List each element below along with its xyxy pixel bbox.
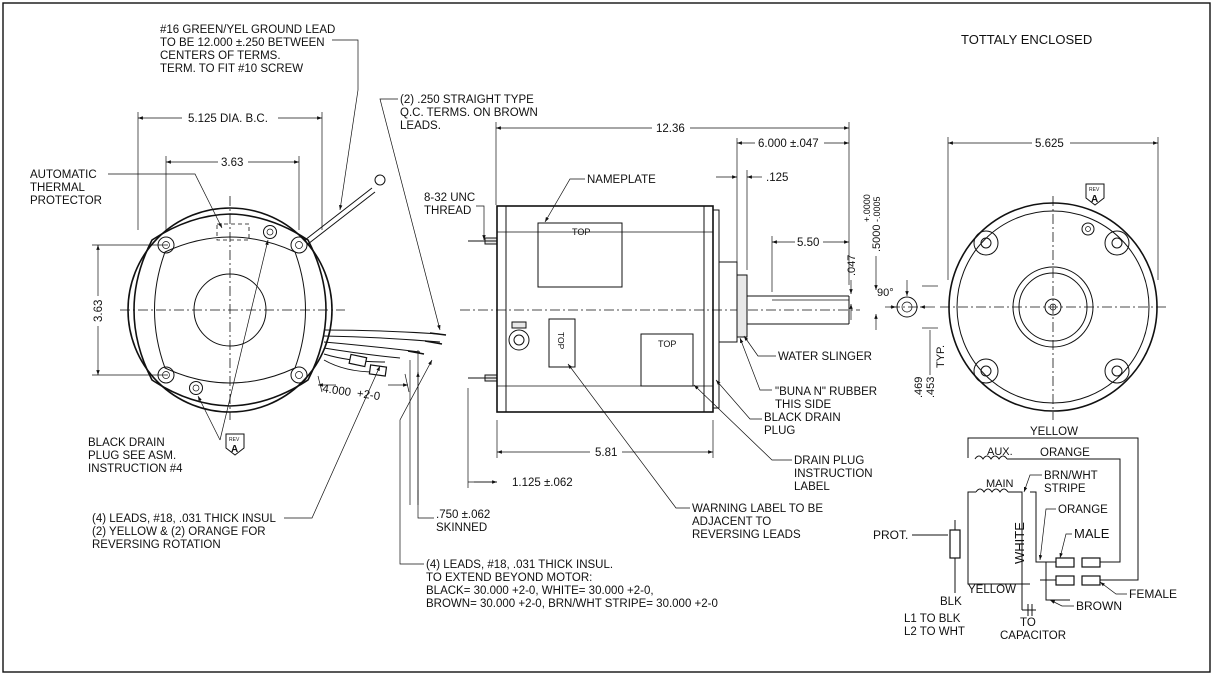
warning-note-2: ADJACENT TO [692, 516, 771, 528]
lead-length-dim: 4.000+2-0 [322, 383, 381, 403]
thermal-note-1: AUTOMATIC [30, 169, 97, 181]
qc-terms-note-1: (2) .250 STRAIGHT TYPE [400, 94, 534, 106]
front-height-dim: 3.63 [93, 300, 105, 322]
wire-l1: L1 TO BLK [904, 613, 961, 625]
leads-extend-3: BLACK= 30.000 +2-0, WHITE= 30.000 +2-0, [426, 585, 654, 597]
ground-lead-note-3: CENTERS OF TERMS. [160, 50, 281, 62]
body-length-dim: 5.81 [595, 447, 617, 459]
front-width-dim: 3.63 [221, 157, 243, 169]
leads-note-3: REVERSING ROTATION [92, 539, 221, 551]
warning-label-top: TOP [556, 332, 566, 350]
drain-label-1: DRAIN PLUG [794, 455, 864, 467]
thermal-note-2: THERMAL [30, 182, 86, 194]
leads-extend-1: (4) LEADS, #18, .031 THICK INSUL. [426, 559, 613, 571]
qc-terms-note-3: LEADS. [400, 120, 441, 132]
bolt-circle-dim: 5.125 DIA. B.C. [188, 113, 268, 125]
drain-note-2: PLUG SEE ASM. [88, 450, 176, 462]
skinned-label: SKINNED [436, 522, 487, 534]
slinger-dim: .125 [766, 172, 788, 184]
leads-extend-4: BROWN= 30.000 +2-0, BRN/WHT STRIPE= 30.0… [426, 598, 718, 610]
drain-note-3: INSTRUCTION #4 [88, 463, 183, 475]
leads-note-1: (4) LEADS, #18, .031 THICK INSUL [92, 513, 276, 525]
rev-label-rear: REV [1089, 187, 1100, 193]
nameplate-label: NAMEPLATE [587, 174, 656, 186]
rear-width-dim: 5.625 [1035, 138, 1064, 150]
ground-lead-note-4: TERM. TO FIT #10 SCREW [160, 63, 303, 75]
front-view: #16 GREEN/YEL GROUND LEAD TO BE 12.000 ±… [30, 24, 490, 551]
wire-orange-top: ORANGE [1040, 447, 1090, 459]
rev-badge-front: REV A [225, 433, 245, 456]
stud-dim: 1.125 ±.062 [512, 477, 573, 489]
leads-note-2: (2) YELLOW & (2) ORANGE FOR [92, 526, 266, 538]
lead-bundle [323, 329, 447, 377]
wire-yellow-top: YELLOW [1030, 426, 1078, 438]
drain-plug-2: PLUG [764, 425, 795, 437]
rev-badge-rear: REV A [1085, 183, 1105, 206]
section-dim-b: .453 [925, 377, 937, 398]
water-slinger-label: WATER SLINGER [778, 351, 872, 363]
wire-aux: AUX. [987, 446, 1013, 458]
wire-orange-right: ORANGE [1058, 504, 1108, 516]
drain-plug-1: BLACK DRAIN [764, 412, 841, 424]
drain-label-3: LABEL [794, 481, 830, 493]
warning-note-1: WARNING LABEL TO BE [692, 503, 823, 515]
wire-capacitor-1: TO [1020, 617, 1036, 629]
rev-label: REV [229, 437, 240, 443]
leads-extend-2: TO EXTEND BEYOND MOTOR: [426, 572, 592, 584]
shaft-tol-minus: -.0005 [872, 196, 882, 222]
skinned-dim: .750 ±.062 [436, 509, 490, 521]
thread-note-2: THREAD [424, 205, 471, 217]
drain-label-top: TOP [658, 339, 676, 349]
drain-note-1: BLACK DRAIN [88, 437, 165, 449]
thread-note-1: 8-32 UNC [424, 192, 475, 204]
wire-main: MAIN [986, 478, 1014, 490]
qc-terms-note-2: Q.C. TERMS. ON BROWN [400, 107, 538, 119]
flat-length-dim: 5.50 [797, 237, 819, 249]
shaft-tol-plus: +.0000 [862, 194, 872, 222]
thermal-note-3: PROTECTOR [30, 195, 102, 207]
wire-l2: L2 TO WHT [904, 626, 965, 638]
wire-yellow-bottom: YELLOW [968, 584, 1016, 596]
wire-prot: PROT. [873, 528, 908, 542]
wire-male: MALE [1074, 526, 1110, 541]
nameplate-top-label: TOP [572, 227, 590, 237]
ground-lead-note-2: TO BE 12.000 ±.250 BETWEEN [160, 37, 325, 49]
rubber-note-1: "BUNA N" RUBBER [775, 386, 877, 398]
section-dim-a: .469 [913, 377, 925, 398]
wire-brn-wht-1: BRN/WHT [1044, 470, 1098, 482]
wire-white: WHITE [1012, 522, 1027, 564]
side-view: (2) .250 STRAIGHT TYPE Q.C. TERMS. ON BR… [379, 94, 883, 610]
wire-blk: BLK [940, 596, 962, 608]
rubber-note-2: THIS SIDE [775, 399, 832, 411]
wire-brn-wht-2: STRIPE [1044, 483, 1086, 495]
rear-view: 5.625 REV A [940, 137, 1168, 420]
shaft-dia-dim: .5000 [871, 224, 883, 252]
wire-female: FEMALE [1129, 587, 1177, 601]
section-typ: TYP. [935, 345, 947, 368]
wire-brown: BROWN [1076, 599, 1122, 613]
shaft-length-dim: 6.000 ±.047 [758, 138, 819, 150]
ground-lead-note-1: #16 GREEN/YEL GROUND LEAD [160, 24, 335, 36]
wire-capacitor-2: CAPACITOR [1000, 630, 1066, 642]
warning-note-3: REVERSING LEADS [692, 529, 801, 541]
overall-length-dim: 12.36 [656, 123, 685, 135]
flat-depth-dim: .047 [846, 255, 858, 276]
drawing-title: TOTTALY ENCLOSED [961, 32, 1092, 47]
shaft-section: 90° .469 .453 TYP. [877, 280, 947, 398]
section-angle: 90° [877, 287, 894, 299]
drain-label-2: INSTRUCTION [794, 468, 873, 480]
rev-letter: A [231, 444, 238, 455]
rev-letter-rear: A [1091, 194, 1098, 205]
wiring-diagram: YELLOW AUX. ORANGE MAIN BRN/WHT STRIPE O… [873, 426, 1177, 642]
